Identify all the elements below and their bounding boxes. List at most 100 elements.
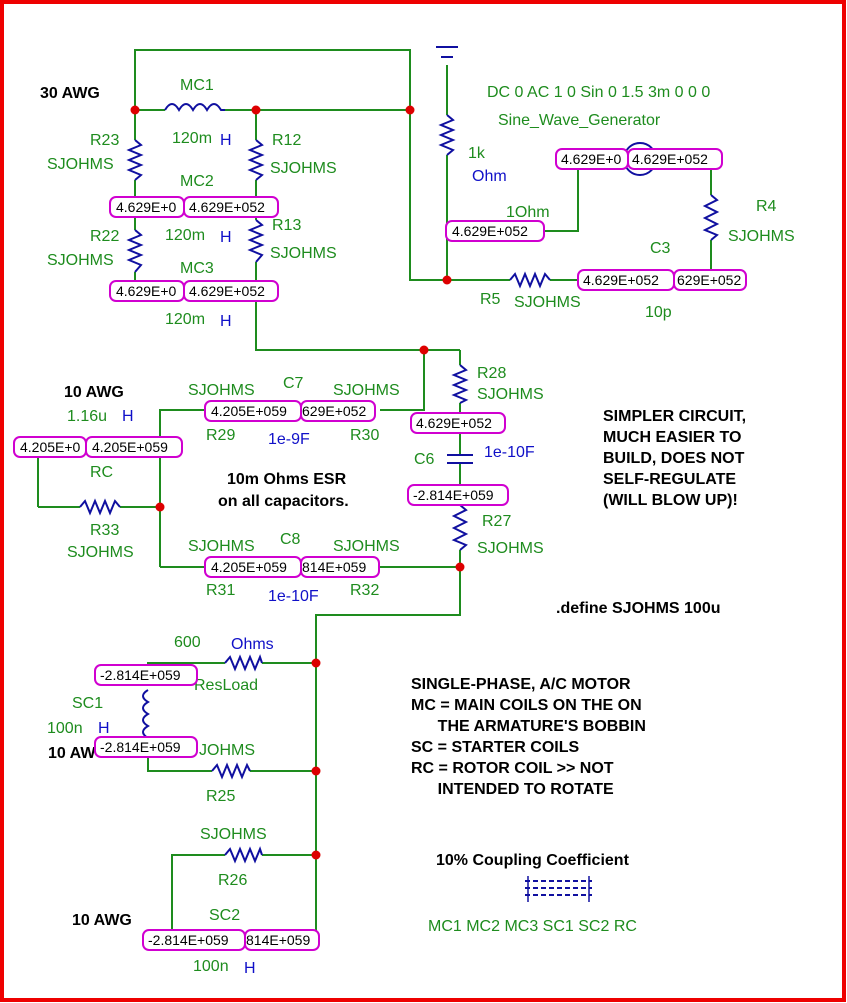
label-c7-right-value: SJOHMS <box>333 382 400 399</box>
svg-text:SC = STARTER COILS: SC = STARTER COILS <box>411 739 579 756</box>
probe-p19[interactable]: 814E+059 <box>300 556 380 578</box>
label-esr-line1: 10m Ohms ESR <box>227 471 347 488</box>
svg-text:629E+052: 629E+052 <box>677 272 741 288</box>
note-simpler-circuit: SIMPLER CIRCUIT, MUCH EASIER TO BUILD, D… <box>603 408 746 509</box>
label-rc-value: 1.16u <box>67 408 107 425</box>
label-1k-unit: Ohm <box>472 168 507 185</box>
probe-p23[interactable]: 814E+059 <box>244 929 320 951</box>
probe-p6[interactable]: 4.629E+0 <box>555 148 629 170</box>
svg-text:MUCH EASIER TO: MUCH EASIER TO <box>603 429 741 446</box>
label-sc2-value: 100n <box>193 958 229 975</box>
label-r4-value: SJOHMS <box>728 228 795 245</box>
label-resload-value: 600 <box>174 634 201 651</box>
label-r27-value: SJOHMS <box>477 540 544 557</box>
label-r28-value: SJOHMS <box>477 386 544 403</box>
label-source-name: Sine_Wave_Generator <box>498 112 661 129</box>
label-mc3-unit: H <box>220 313 232 330</box>
label-c7-left-value: SJOHMS <box>188 382 255 399</box>
label-r25-value: JOHMS <box>199 742 255 759</box>
svg-text:(WILL BLOW UP)!: (WILL BLOW UP)! <box>603 492 738 509</box>
label-sc2-unit: H <box>244 960 256 977</box>
probe-p3[interactable]: 4.629E+0 <box>109 280 185 302</box>
svg-text:4.629E+052: 4.629E+052 <box>583 272 659 288</box>
svg-text:SINGLE-PHASE, A/C MOTOR: SINGLE-PHASE, A/C MOTOR <box>411 676 631 693</box>
svg-text:4.205E+059: 4.205E+059 <box>92 439 168 455</box>
label-esr-line2: on all capacitors. <box>218 493 349 510</box>
label-rc-unit: H <box>122 408 134 425</box>
coupling-icon <box>525 876 592 902</box>
probe-p13[interactable]: 629E+052 <box>300 400 376 422</box>
inductor-sc1 <box>142 689 150 739</box>
label-c8: C8 <box>280 531 301 548</box>
svg-text:MC = MAIN COILS ON THE ON: MC = MAIN COILS ON THE ON <box>411 697 642 714</box>
label-mc2-unit: H <box>220 229 232 246</box>
probe-p2[interactable]: 4.629E+052 <box>183 196 279 218</box>
svg-text:RC = ROTOR COIL >> NOT: RC = ROTOR COIL >> NOT <box>411 760 614 777</box>
probe-p14[interactable]: 4.629E+052 <box>410 412 506 434</box>
svg-text:814E+059: 814E+059 <box>246 932 310 948</box>
label-r29: R29 <box>206 427 235 444</box>
resistor-r27 <box>451 504 469 551</box>
probe-p18[interactable]: 4.205E+059 <box>204 556 302 578</box>
label-r12-value: SJOHMS <box>270 160 337 177</box>
label-10awg-b: 10 AW <box>48 745 96 762</box>
label-r23: R23 <box>90 132 119 149</box>
note-motor-description: SINGLE-PHASE, A/C MOTOR MC = MAIN COILS … <box>411 676 646 798</box>
probe-p10[interactable]: 4.629E+052 <box>577 269 675 291</box>
label-source-spec: DC 0 AC 1 0 Sin 0 1.5 3m 0 0 0 <box>487 84 710 101</box>
label-c7-value: 1e-9F <box>268 431 310 448</box>
label-r30: R30 <box>350 427 379 444</box>
probe-p15[interactable]: 4.205E+0 <box>13 436 87 458</box>
svg-text:814E+059: 814E+059 <box>302 559 366 575</box>
svg-text:4.629E+052: 4.629E+052 <box>189 283 265 299</box>
svg-text:4.629E+052: 4.629E+052 <box>416 415 492 431</box>
label-r33: R33 <box>90 522 119 539</box>
probe-p5[interactable]: 4.629E+052 <box>445 220 545 242</box>
label-r26: R26 <box>218 872 247 889</box>
label-r31: R31 <box>206 582 235 599</box>
probe-p4[interactable]: 4.629E+052 <box>183 280 279 302</box>
svg-text:4.205E+059: 4.205E+059 <box>211 559 287 575</box>
probe-p16[interactable]: 4.205E+059 <box>85 436 183 458</box>
inductor-mc1 <box>164 103 225 112</box>
label-r28: R28 <box>477 365 506 382</box>
label-coupling: 10% Coupling Coefficient <box>436 852 630 869</box>
svg-text:SIMPLER CIRCUIT,: SIMPLER CIRCUIT, <box>603 408 746 425</box>
probe-p20[interactable]: -2.814E+059 <box>94 664 198 686</box>
label-r23-value: SJOHMS <box>47 156 114 173</box>
label-10awg-a: 10 AWG <box>64 384 124 401</box>
label-c8-value: 1e-10F <box>268 588 319 605</box>
label-r4: R4 <box>756 198 777 215</box>
resistor-r13 <box>247 219 265 263</box>
label-r12: R12 <box>272 132 301 149</box>
component-labels: 30 AWG MC1 120m H R23 SJOHMS R12 SJOHMS … <box>40 77 795 977</box>
label-mc3-value: 120m <box>165 311 205 328</box>
svg-text:-2.814E+059: -2.814E+059 <box>413 487 494 503</box>
label-c7: C7 <box>283 375 304 392</box>
label-c6: C6 <box>414 451 435 468</box>
label-c8-right-value: SJOHMS <box>333 538 400 555</box>
label-r13: R13 <box>272 217 301 234</box>
label-mc2: MC2 <box>180 173 214 190</box>
svg-text:4.629E+052: 4.629E+052 <box>452 223 528 239</box>
voltage-probes: 4.629E+0 4.629E+052 4.629E+0 4.629E+052 … <box>13 148 747 951</box>
label-mc3: MC3 <box>180 260 214 277</box>
probe-p17[interactable]: -2.814E+059 <box>407 484 509 506</box>
label-c8-left-value: SJOHMS <box>188 538 255 555</box>
label-sc1-unit: H <box>98 720 110 737</box>
svg-text:4.205E+0: 4.205E+0 <box>20 439 81 455</box>
probe-p22[interactable]: -2.814E+059 <box>142 929 246 951</box>
probe-p12[interactable]: 4.205E+059 <box>204 400 302 422</box>
svg-text:SELF-REGULATE: SELF-REGULATE <box>603 471 736 488</box>
probe-p21[interactable]: -2.814E+059 <box>94 736 198 758</box>
probe-p11[interactable]: 629E+052 <box>673 269 747 291</box>
label-mc2-value: 120m <box>165 227 205 244</box>
probe-p1[interactable]: 4.629E+0 <box>109 196 185 218</box>
label-30awg: 30 AWG <box>40 85 100 102</box>
resistor-r25 <box>211 762 251 780</box>
svg-text:INTENDED TO ROTATE: INTENDED TO ROTATE <box>411 781 614 798</box>
label-mc1-value: 120m <box>172 130 212 147</box>
resistor-resload <box>224 654 263 672</box>
probe-p7[interactable]: 4.629E+052 <box>627 148 723 170</box>
